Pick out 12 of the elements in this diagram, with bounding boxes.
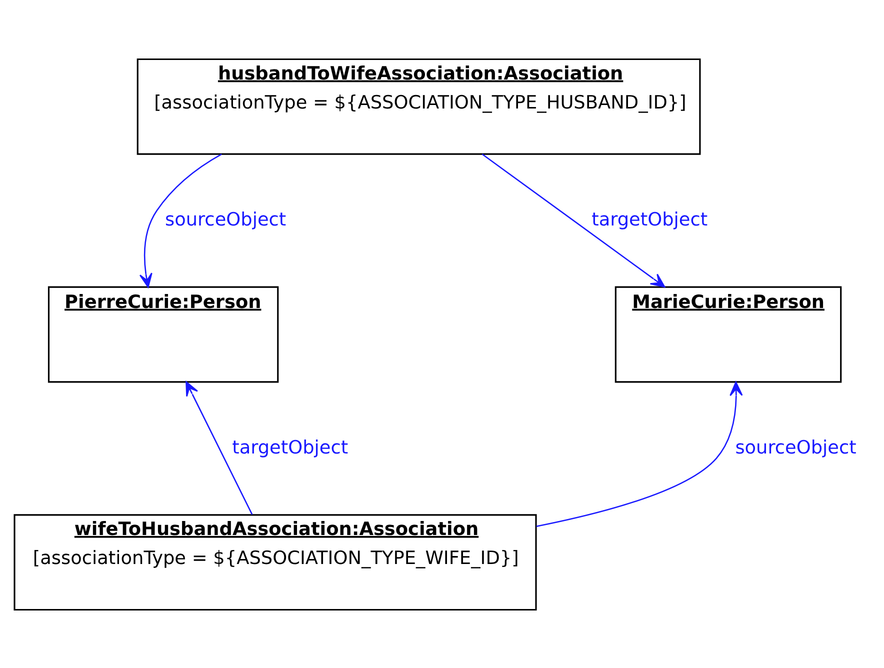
arrow [138,153,222,288]
arrow [536,381,742,527]
edge-label: sourceObject [734,436,856,458]
arrow [185,380,252,514]
edge-label: targetObject [232,436,348,458]
node-box: MarieCurie:Person [614,286,842,382]
node-box: PierreCurie:Person [47,286,278,382]
edge-label: sourceObject [164,208,286,230]
node-box: wifeToHusbandAssociation:Association [associationType = ${ASSOCIATION_TYPE_WIFE_ID}] [13,514,536,610]
edge-label: targetObject [591,208,708,230]
node-box: husbandToWifeAssociation:Association [associationType = ${ASSOCIATION_TYPE_HUSBAND_ID}] [136,58,700,154]
arrow [481,153,665,287]
